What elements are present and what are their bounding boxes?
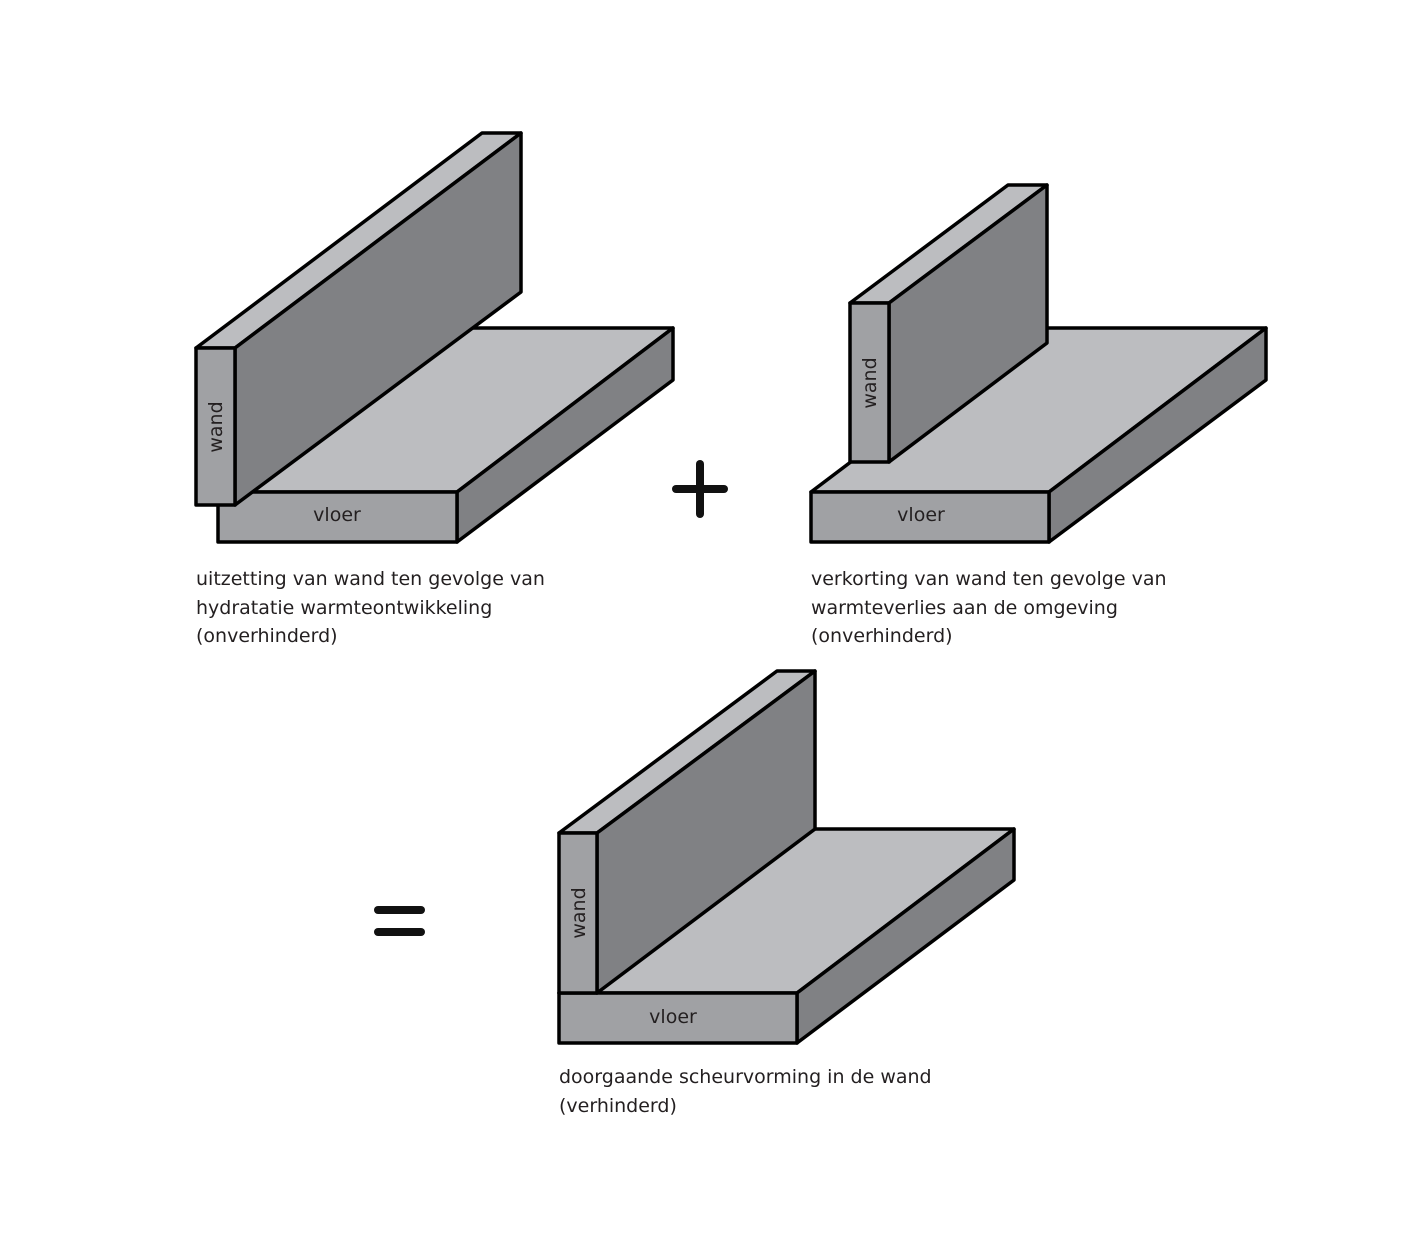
caption-line: hydratatie warmteontwikkeling <box>196 596 493 619</box>
panel-1-wall-label: wand <box>205 401 227 452</box>
panel-1-floor-label: vloer <box>313 504 361 526</box>
panel-1-caption: uitzetting van wand ten gevolge van hydr… <box>196 565 545 651</box>
panel-2-wall-label: wand <box>859 357 881 408</box>
panel-3-caption: doorgaande scheurvorming in de wand (ver… <box>559 1063 932 1120</box>
panel-2-floor-label: vloer <box>897 504 945 526</box>
caption-line: (onverhinderd) <box>811 625 953 647</box>
caption-line: uitzetting van wand ten gevolge van <box>196 568 545 590</box>
caption-line: verkorting van wand ten gevolge van <box>811 568 1167 590</box>
panel-3-floor <box>557 827 1016 1045</box>
caption-line: warmteverlies aan de omgeving <box>811 596 1118 619</box>
caption-line: (verhinderd) <box>559 1094 677 1117</box>
panel-1-wall <box>194 131 523 507</box>
panel-3-floor-label: vloer <box>649 1006 697 1028</box>
caption-line: (onverhinderd) <box>196 625 338 647</box>
panel-2-wall <box>848 183 1049 464</box>
panel-1-floor <box>216 326 675 544</box>
panel-2-caption: verkorting van wand ten gevolge van warm… <box>811 565 1167 651</box>
caption-line: doorgaande scheurvorming in de wand <box>559 1066 932 1088</box>
panel-3-wall <box>557 669 817 995</box>
equals-sign <box>374 906 425 936</box>
panel-2-floor <box>809 326 1268 544</box>
panel-3-wall-label: wand <box>568 887 590 938</box>
plus-sign <box>672 460 728 518</box>
